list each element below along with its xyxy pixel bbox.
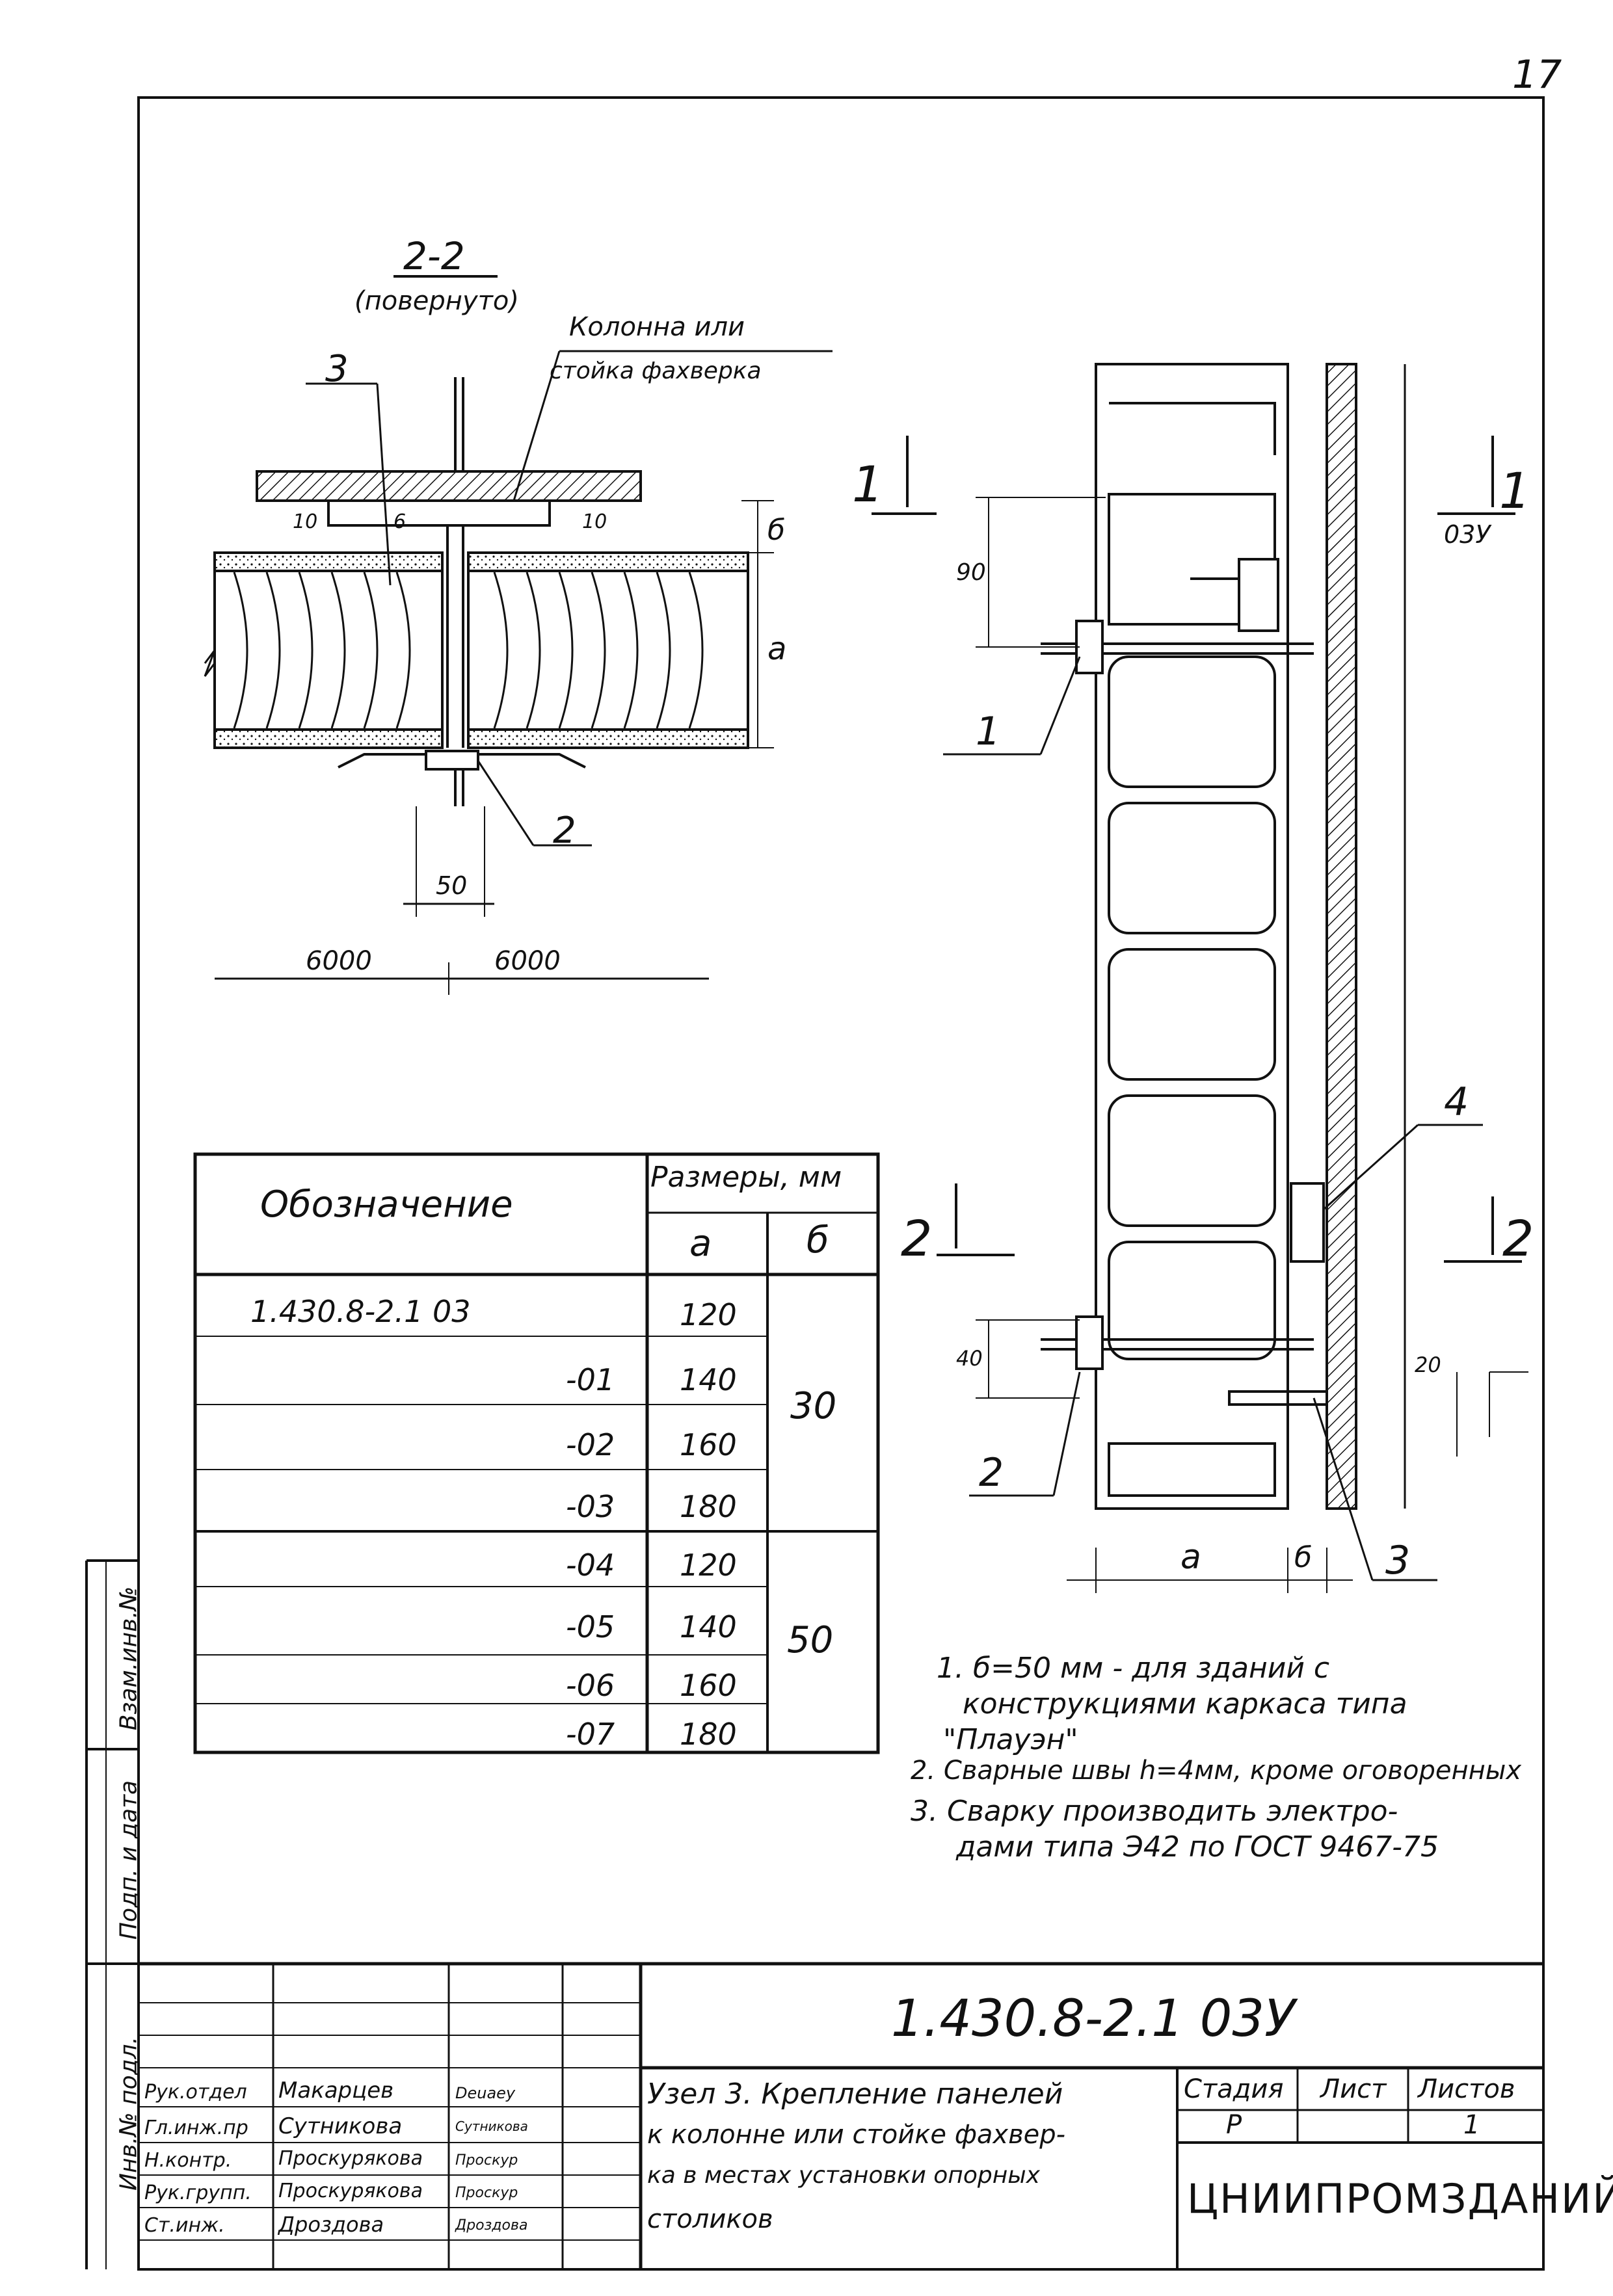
elev-callout-1: 1 [976,709,1001,754]
tb-sign: Дроздова [455,2217,528,2234]
table-b-group1: 30 [790,1385,837,1427]
dim-20: 20 [1415,1353,1441,1377]
tb-name: Проскурякова [278,2147,423,2170]
table-row-designation: -02 [566,1427,615,1462]
table-header-designation: Обозначение [260,1183,513,1226]
table-row-designation: -07 [566,1717,615,1752]
cut-1-ref: 03У [1444,520,1491,549]
tb-stage: Р [1226,2110,1242,2140]
side-stamp-cell: Подп. и дата [115,1780,142,1940]
table-col-b: б [806,1219,829,1261]
cut-1-left: 1 [852,455,884,513]
dim-10-left: 10 [293,510,318,533]
tb-role: Рук.групп. [144,2182,252,2204]
dim-40: 40 [956,1346,983,1371]
dim-50: 50 [436,871,468,900]
dim-a: а [767,631,787,667]
dim-10-right: 10 [582,510,607,533]
title-block-lines [139,1962,1543,2269]
table-row-designation: 1.430.8-2.1 03 [250,1294,471,1329]
section-title: 2-2 [403,234,465,278]
table-col-a: а [689,1222,712,1265]
dims-table-lines [193,1152,880,1754]
cut-1-right: 1 [1499,462,1531,520]
cut-2-left: 2 [901,1209,933,1267]
tb-title-line: столиков [647,2204,773,2234]
elev-callout-2: 2 [979,1450,1004,1496]
tb-name: Дроздова [278,2212,384,2237]
note-line: "Плауэн" [943,1723,1078,1756]
table-row-a: 140 [680,1609,737,1644]
table-row-designation: -01 [566,1362,615,1397]
tb-stage-label: Стадия [1184,2074,1284,2104]
tb-title-line: к колонне или стойке фахвер- [647,2120,1066,2150]
tb-role: Н.контр. [144,2149,232,2172]
dim-6000-left: 6000 [306,946,372,976]
table-row-designation: -06 [566,1668,615,1703]
tb-title-line: Узел 3. Крепление панелей [647,2078,1063,2111]
doc-code: 1.430.8-2.1 03У [891,1990,1296,2048]
table-header-sizes: Размеры, мм [650,1161,842,1194]
tb-organization: ЦНИИПРОМЗДАНИЙ [1187,2175,1613,2223]
table-row-a: 160 [680,1427,737,1462]
elevation-view [872,363,1528,1593]
note-line: 3. Сварку производить электро- [911,1795,1398,1828]
tb-role: Рук.отдел [144,2081,247,2104]
table-b-group2: 50 [787,1619,834,1661]
tb-sheets-label: Листов [1418,2074,1515,2104]
section-callout-2: 2 [553,810,576,852]
tb-name: Проскурякова [278,2180,423,2202]
table-row-a: 160 [680,1668,737,1703]
note-line: 1. б=50 мм - для зданий с [937,1652,1330,1685]
note-line: 2. Сварные швы h=4мм, кроме оговоренных [911,1756,1522,1786]
table-row-a: 180 [680,1717,737,1752]
elev-callout-4: 4 [1444,1079,1469,1125]
side-stamp-cell: Взам.инв.№ [115,1586,142,1731]
table-row-a: 120 [680,1548,737,1583]
tb-sign: Deuaey [455,2084,516,2102]
tb-name: Макарцев [278,2078,394,2104]
tb-sheet-label: Лист [1320,2074,1387,2104]
tb-sign: Проскур [455,2185,518,2201]
tb-title-line: ка в местах установки опорных [647,2162,1040,2189]
column-label-1: Колонна или [569,312,745,342]
section-callout-3: 3 [325,348,349,390]
note-line: конструкциями каркаса типа [963,1687,1407,1721]
tb-sheets: 1 [1463,2110,1480,2140]
tb-name: Сутникова [278,2113,403,2139]
table-row-designation: -05 [566,1609,615,1644]
dim-6: 6 [393,510,407,533]
page-number: 17 [1512,52,1562,98]
table-row-designation: -04 [566,1548,615,1583]
column-label-2: стойка фахверка [550,358,762,384]
tb-sign: Проскур [455,2152,518,2169]
dim-6000-right: 6000 [494,946,561,976]
tb-sign: Сутникова [455,2118,528,2134]
elev-callout-3: 3 [1385,1538,1411,1583]
table-row-a: 140 [680,1362,737,1397]
note-line: дами типа Э42 по ГОСТ 9467-75 [956,1830,1439,1864]
table-row-designation: -03 [566,1489,615,1524]
elev-dim-a: а [1180,1538,1201,1577]
sheet-frame [85,96,1545,2271]
section-2-2 [204,275,833,995]
table-row-a: 120 [680,1297,737,1332]
section-subtitle: (повернуто) [354,286,520,316]
tb-role: Ст.инж. [144,2214,225,2237]
dim-90: 90 [956,559,986,586]
dim-delta: б [767,514,786,547]
tb-role: Гл.инж.пр [144,2117,248,2139]
side-stamp-cell: Инв.№ подл. [115,2037,142,2191]
cut-2-right: 2 [1502,1209,1534,1267]
table-row-a: 180 [680,1489,737,1524]
elev-dim-delta: б [1294,1541,1313,1574]
